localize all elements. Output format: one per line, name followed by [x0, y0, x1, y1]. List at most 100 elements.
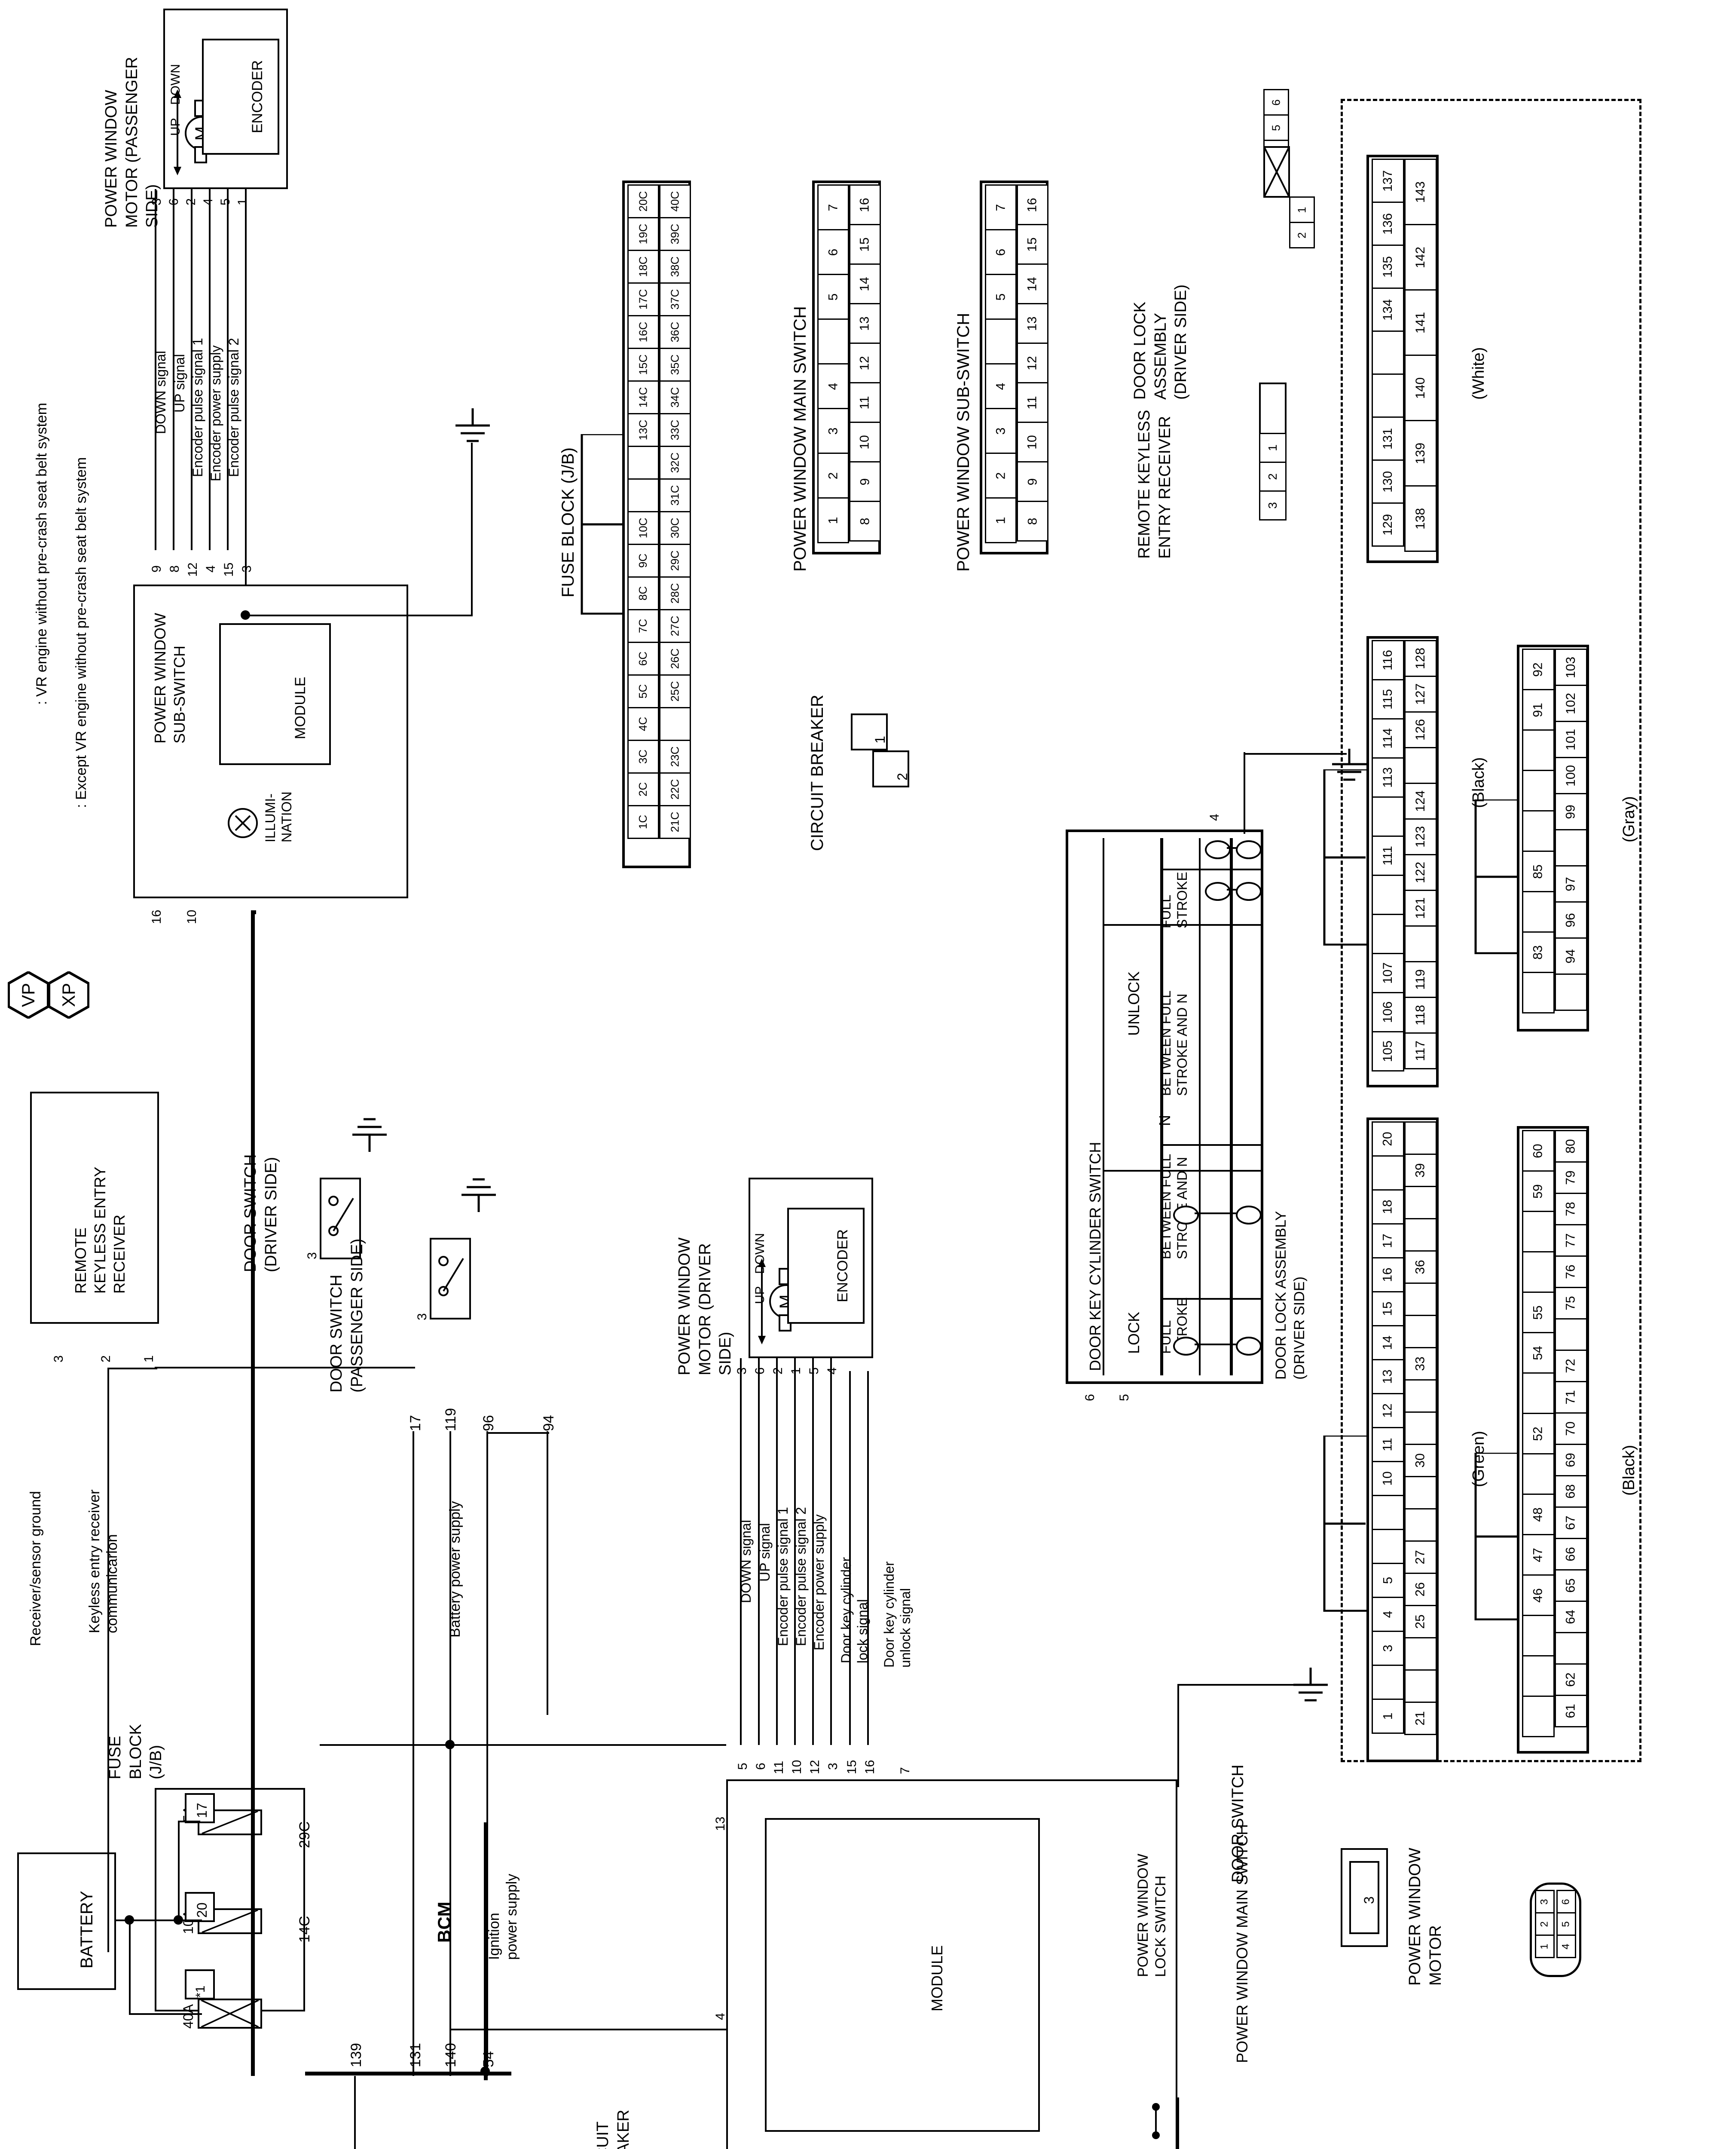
- wire: [178, 1821, 180, 1920]
- wire: [449, 2029, 726, 2030]
- connector-cell: 15: [1372, 1291, 1404, 1326]
- pin-label: 15: [845, 1760, 859, 1774]
- connector-cell: 2C: [627, 772, 659, 806]
- pin-label: 2: [99, 1355, 113, 1362]
- connector-cell: 4: [1372, 1597, 1404, 1632]
- wire: [812, 1358, 814, 1745]
- connector-cell: [627, 446, 659, 480]
- pin-label: 4: [204, 565, 218, 572]
- wire: [1244, 752, 1245, 834]
- table-divider: [1160, 1144, 1263, 1146]
- connector-cell: 77: [1555, 1224, 1587, 1257]
- power-wire: [251, 911, 255, 2076]
- connector-cell: [627, 478, 659, 512]
- connector-cell: 34C: [659, 380, 691, 414]
- pin-label: 3: [1361, 1896, 1377, 1904]
- connector-cell: [985, 318, 1017, 364]
- connector-cell: [1372, 914, 1404, 954]
- connector-cell: 13: [1017, 303, 1048, 344]
- connector-cell: 123: [1404, 818, 1437, 855]
- connector-cell: 20: [1372, 1121, 1404, 1157]
- table-divider: [1199, 838, 1201, 1375]
- table-divider: [1103, 924, 1263, 926]
- connector-cell: 17C: [627, 282, 659, 316]
- connector-cell: 83: [1522, 931, 1555, 973]
- legend-symbol-xp-icon: XP: [48, 970, 90, 1019]
- door-key-lock-group-label: LOCK: [1125, 1311, 1143, 1354]
- connector-cell: 39: [1404, 1154, 1437, 1187]
- connector-cell: 28C: [659, 576, 691, 610]
- wire: [486, 1432, 549, 1434]
- connector-cell: 8: [849, 501, 881, 542]
- connector-cell: 62: [1555, 1663, 1587, 1696]
- circuit-breaker-top-pin2: [872, 750, 909, 787]
- fuse-10a-id-box: [185, 1892, 215, 1922]
- pin-label: 1: [872, 736, 888, 744]
- table-divider: [1160, 838, 1163, 1375]
- connector-cell: 68: [1555, 1475, 1587, 1508]
- connector-cell: 23C: [659, 740, 691, 774]
- connector-cell: [1372, 373, 1404, 418]
- pw-motor-passenger-encoder-label: ENCODER: [249, 60, 266, 133]
- pin-label: 8: [168, 565, 182, 572]
- connector-cell: 29C: [659, 544, 691, 578]
- connector-cell: 122: [1404, 854, 1437, 891]
- connector-cell: [1404, 1283, 1437, 1316]
- pin-label: 6: [753, 1367, 767, 1375]
- connector-cell: 30: [1404, 1444, 1437, 1477]
- door-lock-assembly-mid-title: DOOR LOCK ASSEMBLY (DRIVER SIDE): [1273, 1211, 1308, 1380]
- connector-cell: 1: [817, 497, 849, 543]
- connector-cell: 37C: [659, 282, 691, 316]
- connector-cell: 14C: [627, 380, 659, 414]
- connector-cell: 13: [1372, 1359, 1404, 1394]
- connector-cell: 130: [1372, 459, 1404, 504]
- fuse-10a-id: 20: [194, 1902, 210, 1918]
- connector-cell: 128: [1404, 640, 1437, 677]
- wire: [830, 1358, 832, 1745]
- fuse-5a-id: 17: [194, 1803, 210, 1818]
- connector-cell: 48: [1522, 1494, 1555, 1535]
- pin-label: 4: [713, 2013, 727, 2020]
- connector-cell: 3: [1372, 1631, 1404, 1666]
- connector-cell: 9: [849, 461, 881, 502]
- connector-cell: 76: [1555, 1255, 1587, 1288]
- pw-sub-switch-illumination-label: ILLUMI- NATION: [263, 791, 295, 842]
- wire-label: Ignition power supply: [486, 1873, 520, 1960]
- pin-label: 15: [222, 562, 236, 577]
- door-switch-passenger-contact-icon: [438, 1256, 464, 1296]
- legend-line-1-text: : VR engine without pre-crash seat belt …: [34, 403, 50, 705]
- pw-sub-switch-title: POWER WINDOW SUB-SWITCH: [151, 613, 188, 744]
- battery-box: [17, 1852, 116, 1990]
- connector-cell: [1372, 875, 1404, 915]
- pw-lock-switch-label: POWER WINDOW LOCK SWITCH: [1135, 1853, 1169, 1977]
- pin-label: 3: [826, 1763, 840, 1770]
- connector-cell: 12: [1372, 1393, 1404, 1428]
- connector-cell: 14: [1017, 263, 1048, 304]
- connector-cell: 15C: [627, 348, 659, 382]
- connector-cell: 107: [1372, 953, 1404, 993]
- connector-cell: 65: [1555, 1569, 1587, 1602]
- connector-cross-icon: [1263, 146, 1290, 198]
- legend-symbol-vp-icon: VP: [7, 970, 49, 1019]
- pin-label: 16: [863, 1760, 877, 1774]
- connector-cell: [1522, 1453, 1555, 1495]
- connector-cell: 22C: [659, 772, 691, 806]
- connector-cell: 16: [1372, 1257, 1404, 1292]
- pw-sub-switch-module-label: MODULE: [292, 677, 309, 739]
- connector-cell: 6C: [627, 642, 659, 676]
- pw-motor-passenger-arrow-icon: [174, 89, 181, 175]
- connector-notch-icon: [1323, 769, 1367, 946]
- connector-cell: [1372, 1665, 1404, 1700]
- svg-text:XP: XP: [58, 983, 79, 1007]
- ground-symbol-icon: [1293, 1668, 1328, 1702]
- connector-cell: [1404, 1121, 1437, 1155]
- connector-cell: 140: [1404, 355, 1437, 421]
- switch-contact-icon: [1205, 840, 1231, 859]
- connector-cell: 129: [1372, 502, 1404, 547]
- connector-cell: 3: [1535, 1890, 1555, 1913]
- connector-cell: 14: [849, 263, 881, 304]
- connector-cell: 11: [849, 382, 881, 423]
